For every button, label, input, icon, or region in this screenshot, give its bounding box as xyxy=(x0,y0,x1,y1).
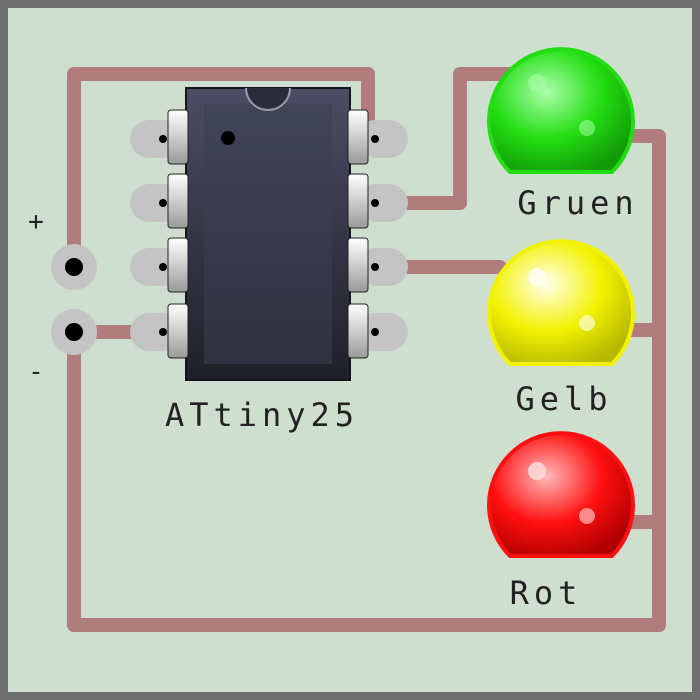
led-yellow-glint-small xyxy=(579,315,595,331)
pad-hole xyxy=(371,263,379,271)
led-green-glint-small xyxy=(579,120,595,136)
pad-r3 xyxy=(356,248,408,286)
led-yellow-glint xyxy=(528,268,546,286)
chip-pin-r2 xyxy=(347,173,369,229)
chip-label: ATtiny25 xyxy=(165,396,359,434)
chip-pin-l4 xyxy=(167,303,189,359)
trace-pin-green xyxy=(385,67,517,210)
vcc-trace xyxy=(67,67,375,274)
led-red-lens xyxy=(487,431,635,558)
chip-pin-l3 xyxy=(167,237,189,293)
led-green-label: Gruen xyxy=(517,184,638,222)
attiny25-chip: ATtiny25 xyxy=(165,87,369,434)
led-yellow-label: Gelb xyxy=(515,380,612,418)
chip-pin-r4 xyxy=(347,303,369,359)
pad-hole xyxy=(371,199,379,207)
plus-label: + xyxy=(28,207,44,237)
led-red-label: Rot xyxy=(510,574,583,612)
chip-pin-l2 xyxy=(167,173,189,229)
pad-hole xyxy=(159,199,167,207)
chip-top-face xyxy=(204,104,332,364)
chip-pins xyxy=(167,109,369,359)
gnd-hole xyxy=(65,323,83,341)
led-red-glint xyxy=(528,462,546,480)
pin1-marker xyxy=(221,131,235,145)
chip-pin-l1 xyxy=(167,109,189,165)
gnd-trace xyxy=(67,129,666,632)
pad-hole xyxy=(159,328,167,336)
pad-r4 xyxy=(356,313,408,351)
led-yellow: Gelb xyxy=(487,239,635,418)
led-red: Rot xyxy=(487,431,635,612)
chip-notch xyxy=(245,87,291,111)
power-connector: + - xyxy=(28,207,97,387)
chip-pin-r1 xyxy=(347,109,369,165)
pad-hole xyxy=(371,135,379,143)
led-red-glint-small xyxy=(579,508,595,524)
pad-r1 xyxy=(356,120,408,158)
led-green: Gruen xyxy=(487,47,638,222)
pad-hole xyxy=(159,135,167,143)
pad-hole xyxy=(159,263,167,271)
led-yellow-lens xyxy=(487,239,635,366)
chip-pad-holes xyxy=(159,135,379,336)
chip-pin-r3 xyxy=(347,237,369,293)
pad-hole xyxy=(371,328,379,336)
vcc-hole xyxy=(65,258,83,276)
led-green-glint xyxy=(528,74,546,92)
minus-label: - xyxy=(28,357,44,387)
pad-r2 xyxy=(356,184,408,222)
led-green-lens xyxy=(487,47,635,174)
